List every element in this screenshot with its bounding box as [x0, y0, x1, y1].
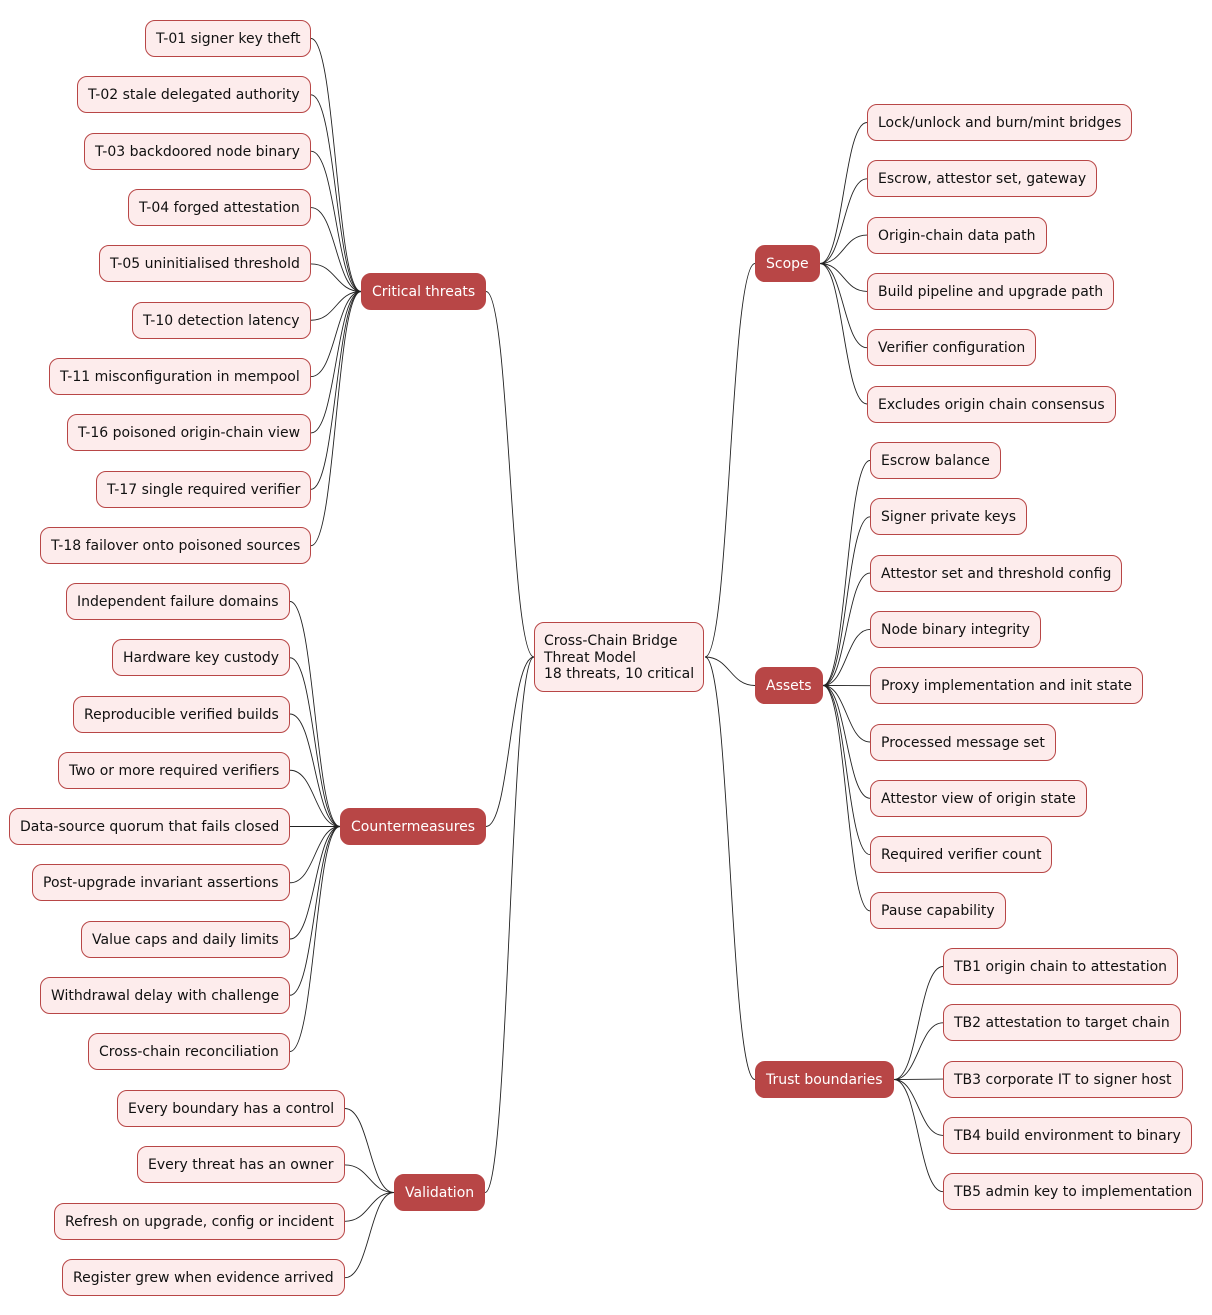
link-trust-1 — [893, 1022, 944, 1080]
assets-item-1[interactable]: Signer private keys — [870, 498, 1028, 536]
branch-assets[interactable]: Assets — [755, 667, 823, 704]
assets-item-0[interactable]: Escrow balance — [870, 442, 1001, 479]
countermeasures-item-5[interactable]: Post-upgrade invariant assertions — [32, 864, 290, 902]
link-countermeasures-8 — [289, 826, 341, 1052]
link-trust-0 — [893, 966, 944, 1080]
countermeasures-item-7[interactable]: Withdrawal delay with challenge — [40, 976, 291, 1014]
trust-item-3[interactable]: TB4 build environment to binary — [943, 1116, 1192, 1154]
link-root-scope — [704, 263, 756, 658]
critical-item-5[interactable]: T-10 detection latency — [132, 301, 311, 339]
link-scope-0 — [819, 122, 868, 264]
scope-item-4[interactable]: Verifier configuration — [867, 329, 1037, 367]
assets-item-8[interactable]: Pause capability — [870, 892, 1006, 930]
link-assets-3 — [822, 628, 871, 686]
link-critical-0 — [310, 38, 362, 292]
link-countermeasures-3 — [289, 769, 341, 827]
countermeasures-item-4[interactable]: Data-source quorum that fails closed — [9, 808, 291, 845]
link-root-countermeasures — [485, 656, 535, 827]
link-critical-5 — [310, 291, 362, 321]
link-root-validation — [484, 656, 535, 1193]
link-countermeasures-7 — [289, 826, 341, 996]
link-critical-4 — [310, 263, 362, 292]
branch-scope[interactable]: Scope — [755, 245, 820, 282]
link-root-trust — [704, 656, 756, 1080]
assets-item-3[interactable]: Node binary integrity — [870, 610, 1041, 648]
link-validation-0 — [344, 1108, 395, 1193]
trust-item-2[interactable]: TB3 corporate IT to signer host — [943, 1060, 1183, 1098]
link-critical-6 — [310, 291, 362, 378]
link-assets-7 — [822, 685, 871, 856]
assets-item-4[interactable]: Proxy implementation and init state — [870, 667, 1144, 705]
critical-item-3[interactable]: T-04 forged attestation — [128, 189, 311, 227]
link-critical-1 — [310, 94, 362, 292]
link-scope-4 — [819, 263, 868, 349]
root-topic[interactable]: Cross-Chain Bridge Threat Model 18 threa… — [534, 622, 705, 692]
link-assets-5 — [822, 685, 871, 743]
assets-item-7[interactable]: Required verifier count — [870, 836, 1053, 874]
countermeasures-item-1[interactable]: Hardware key custody — [112, 639, 291, 677]
validation-item-2[interactable]: Refresh on upgrade, config or incident — [54, 1202, 345, 1240]
validation-item-3[interactable]: Register grew when evidence arrived — [62, 1259, 345, 1297]
branch-trust[interactable]: Trust boundaries — [755, 1061, 894, 1098]
link-critical-3 — [310, 207, 362, 292]
critical-item-8[interactable]: T-17 single required verifier — [96, 470, 312, 508]
link-scope-3 — [819, 263, 868, 292]
link-root-critical — [485, 291, 535, 658]
link-critical-2 — [310, 150, 362, 292]
scope-item-1[interactable]: Escrow, attestor set, gateway — [867, 160, 1098, 198]
link-trust-4 — [893, 1079, 944, 1193]
link-assets-6 — [822, 685, 871, 799]
link-scope-2 — [819, 234, 868, 264]
trust-item-0[interactable]: TB1 origin chain to attestation — [943, 948, 1179, 985]
link-scope-5 — [819, 263, 868, 405]
branch-critical[interactable]: Critical threats — [361, 273, 487, 310]
link-validation-2 — [344, 1192, 395, 1222]
link-validation-3 — [344, 1192, 395, 1279]
countermeasures-item-6[interactable]: Value caps and daily limits — [81, 920, 290, 958]
link-validation-1 — [344, 1164, 395, 1193]
trust-item-1[interactable]: TB2 attestation to target chain — [943, 1004, 1181, 1042]
trust-item-4[interactable]: TB5 admin key to implementation — [943, 1173, 1204, 1211]
link-assets-2 — [822, 572, 871, 686]
link-countermeasures-1 — [289, 657, 341, 827]
assets-item-5[interactable]: Processed message set — [870, 723, 1056, 761]
link-countermeasures-6 — [289, 826, 341, 940]
scope-item-5[interactable]: Excludes origin chain consensus — [867, 385, 1116, 423]
critical-item-9[interactable]: T-18 failover onto poisoned sources — [40, 527, 312, 565]
link-critical-8 — [310, 291, 362, 490]
critical-item-2[interactable]: T-03 backdoored node binary — [84, 132, 311, 170]
scope-item-3[interactable]: Build pipeline and upgrade path — [867, 272, 1115, 310]
scope-item-2[interactable]: Origin-chain data path — [867, 216, 1047, 254]
link-countermeasures-2 — [289, 713, 341, 827]
link-assets-0 — [822, 460, 871, 686]
link-assets-8 — [822, 685, 871, 912]
validation-item-1[interactable]: Every threat has an owner — [137, 1146, 345, 1184]
link-scope-1 — [819, 178, 868, 264]
branch-validation[interactable]: Validation — [394, 1174, 486, 1211]
critical-item-0[interactable]: T-01 signer key theft — [145, 20, 312, 57]
critical-item-6[interactable]: T-11 misconfiguration in mempool — [49, 358, 311, 396]
countermeasures-item-0[interactable]: Independent failure domains — [66, 583, 290, 620]
scope-item-0[interactable]: Lock/unlock and burn/mint bridges — [867, 104, 1133, 141]
link-critical-9 — [310, 291, 362, 547]
link-critical-7 — [310, 291, 362, 434]
countermeasures-item-2[interactable]: Reproducible verified builds — [73, 695, 290, 733]
critical-item-1[interactable]: T-02 stale delegated authority — [77, 76, 311, 114]
countermeasures-item-8[interactable]: Cross-chain reconciliation — [88, 1033, 290, 1070]
branch-countermeasures[interactable]: Countermeasures — [340, 808, 487, 845]
link-trust-3 — [893, 1079, 944, 1136]
validation-item-0[interactable]: Every boundary has a control — [117, 1090, 346, 1127]
assets-item-2[interactable]: Attestor set and threshold config — [870, 554, 1123, 592]
link-countermeasures-0 — [289, 601, 341, 827]
critical-item-7[interactable]: T-16 poisoned origin-chain view — [67, 414, 312, 452]
critical-item-4[interactable]: T-05 uninitialised threshold — [99, 245, 311, 283]
link-assets-1 — [822, 516, 871, 686]
assets-item-6[interactable]: Attestor view of origin state — [870, 779, 1087, 817]
countermeasures-item-3[interactable]: Two or more required verifiers — [58, 751, 291, 789]
link-countermeasures-5 — [289, 826, 341, 884]
link-root-assets — [704, 656, 756, 686]
